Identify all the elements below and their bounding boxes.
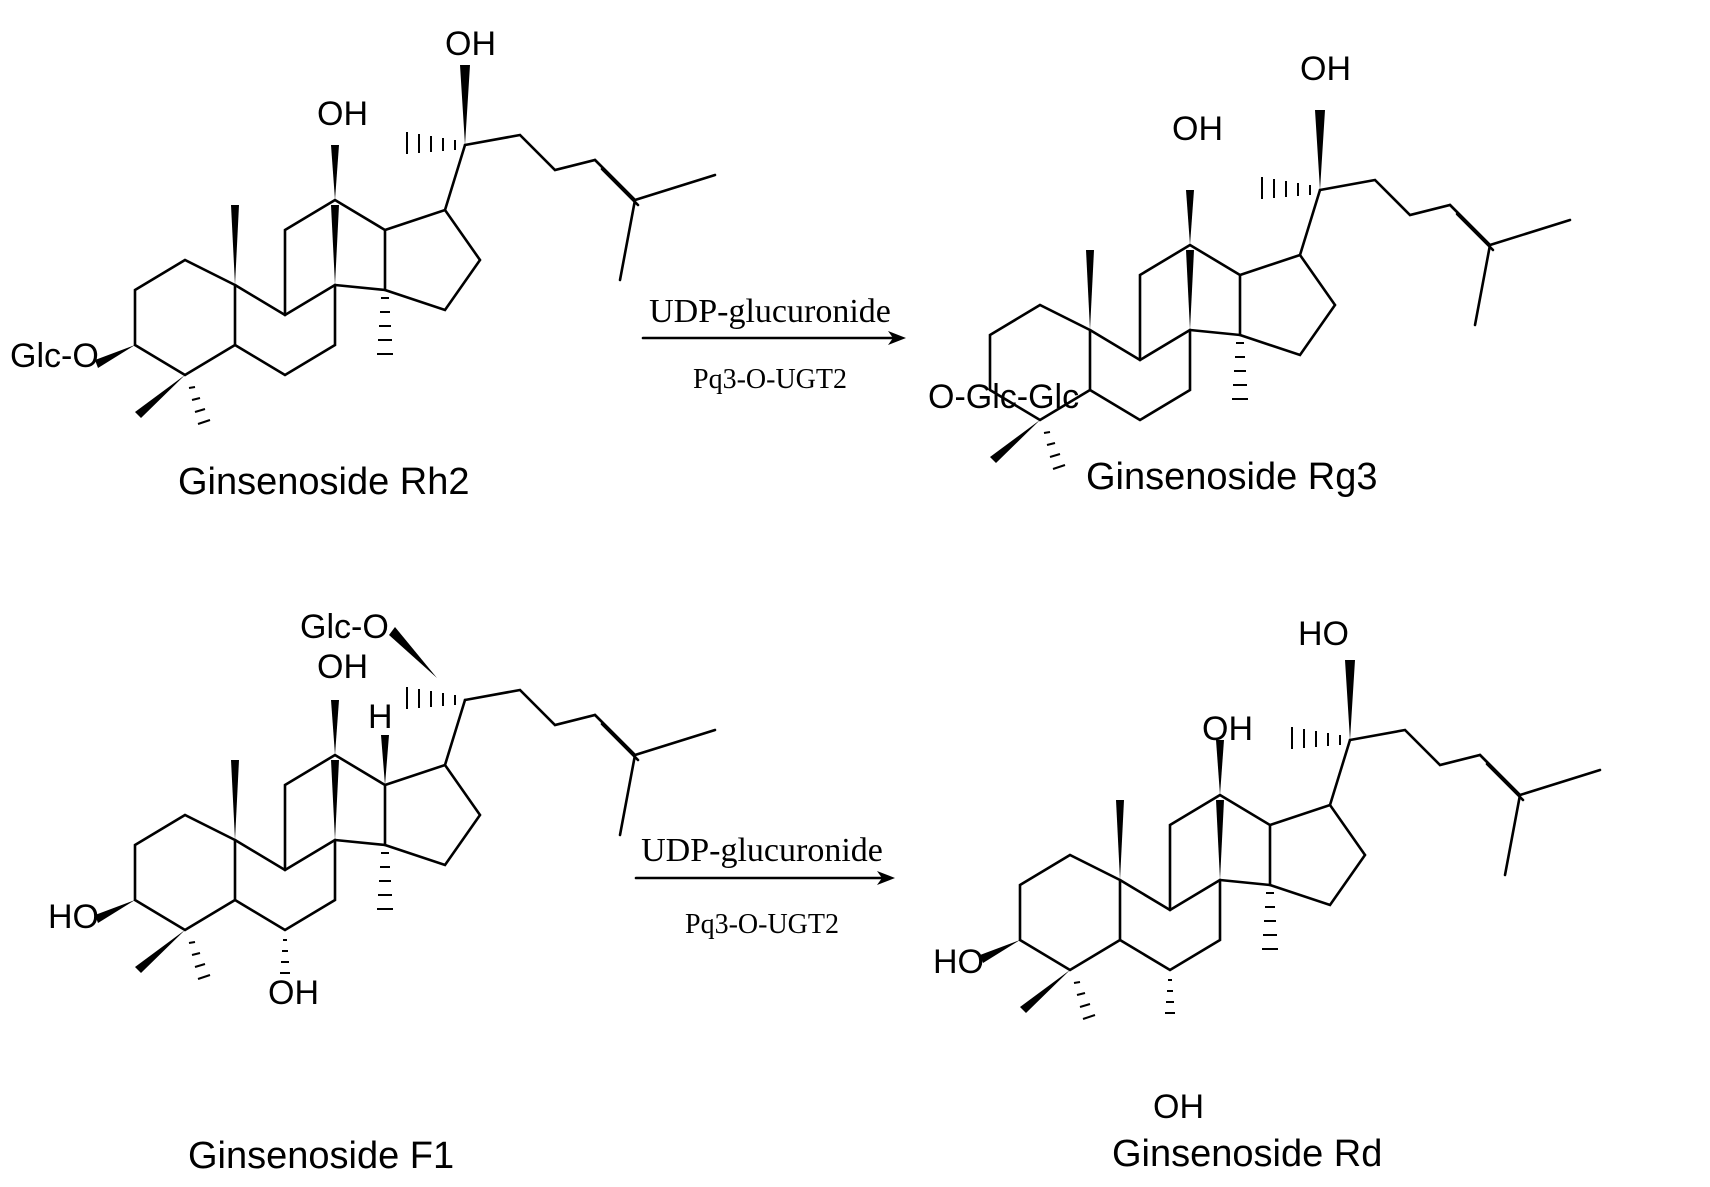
molecule-rg3: OH OH O-Glc-Glc <box>928 50 1572 471</box>
molecule-rh2: OH OH Glc-O <box>10 25 717 426</box>
reaction-arrow-1: UDP-glucuronide Pq3-O-UGT2 <box>641 293 906 395</box>
rh2-c20-oh: OH <box>445 25 496 63</box>
molecule-f1: Glc-O OH H HO OH <box>48 608 717 1012</box>
rd-c12-oh: OH <box>1202 710 1253 748</box>
rg3-name: Ginsenoside Rg3 <box>1086 456 1378 498</box>
rg3-c20-oh: OH <box>1300 50 1351 88</box>
enzyme-label-2: Pq3-O-UGT2 <box>685 909 839 940</box>
rg3-c3-substituent: O-Glc-Glc <box>928 378 1079 416</box>
reaction-arrow-2: UDP-glucuronide Pq3-O-UGT2 <box>634 832 895 940</box>
rh2-name: Ginsenoside Rh2 <box>178 461 470 503</box>
f1-c3-oh: HO <box>48 898 99 936</box>
molecule-rd: HO OH HO OH <box>933 615 1602 1126</box>
f1-c13-h: H <box>368 698 393 736</box>
f1-c12-oh: OH <box>317 648 368 686</box>
rd-c6-oh: OH <box>1153 1088 1204 1126</box>
f1-c20-substituent: Glc-O <box>300 608 389 646</box>
rd-c3-oh: HO <box>933 943 984 981</box>
rd-c20-oh: HO <box>1298 615 1349 653</box>
f1-c6-oh: OH <box>268 974 319 1012</box>
rg3-c12-oh: OH <box>1172 110 1223 148</box>
reagent-label-1: UDP-glucuronide <box>649 293 891 330</box>
rh2-c3-substituent: Glc-O <box>10 337 99 375</box>
rh2-c12-oh: OH <box>317 95 368 133</box>
enzyme-label-1: Pq3-O-UGT2 <box>693 364 847 395</box>
rd-name: Ginsenoside Rd <box>1112 1133 1382 1175</box>
reagent-label-2: UDP-glucuronide <box>641 832 883 869</box>
f1-name: Ginsenoside F1 <box>188 1135 454 1177</box>
